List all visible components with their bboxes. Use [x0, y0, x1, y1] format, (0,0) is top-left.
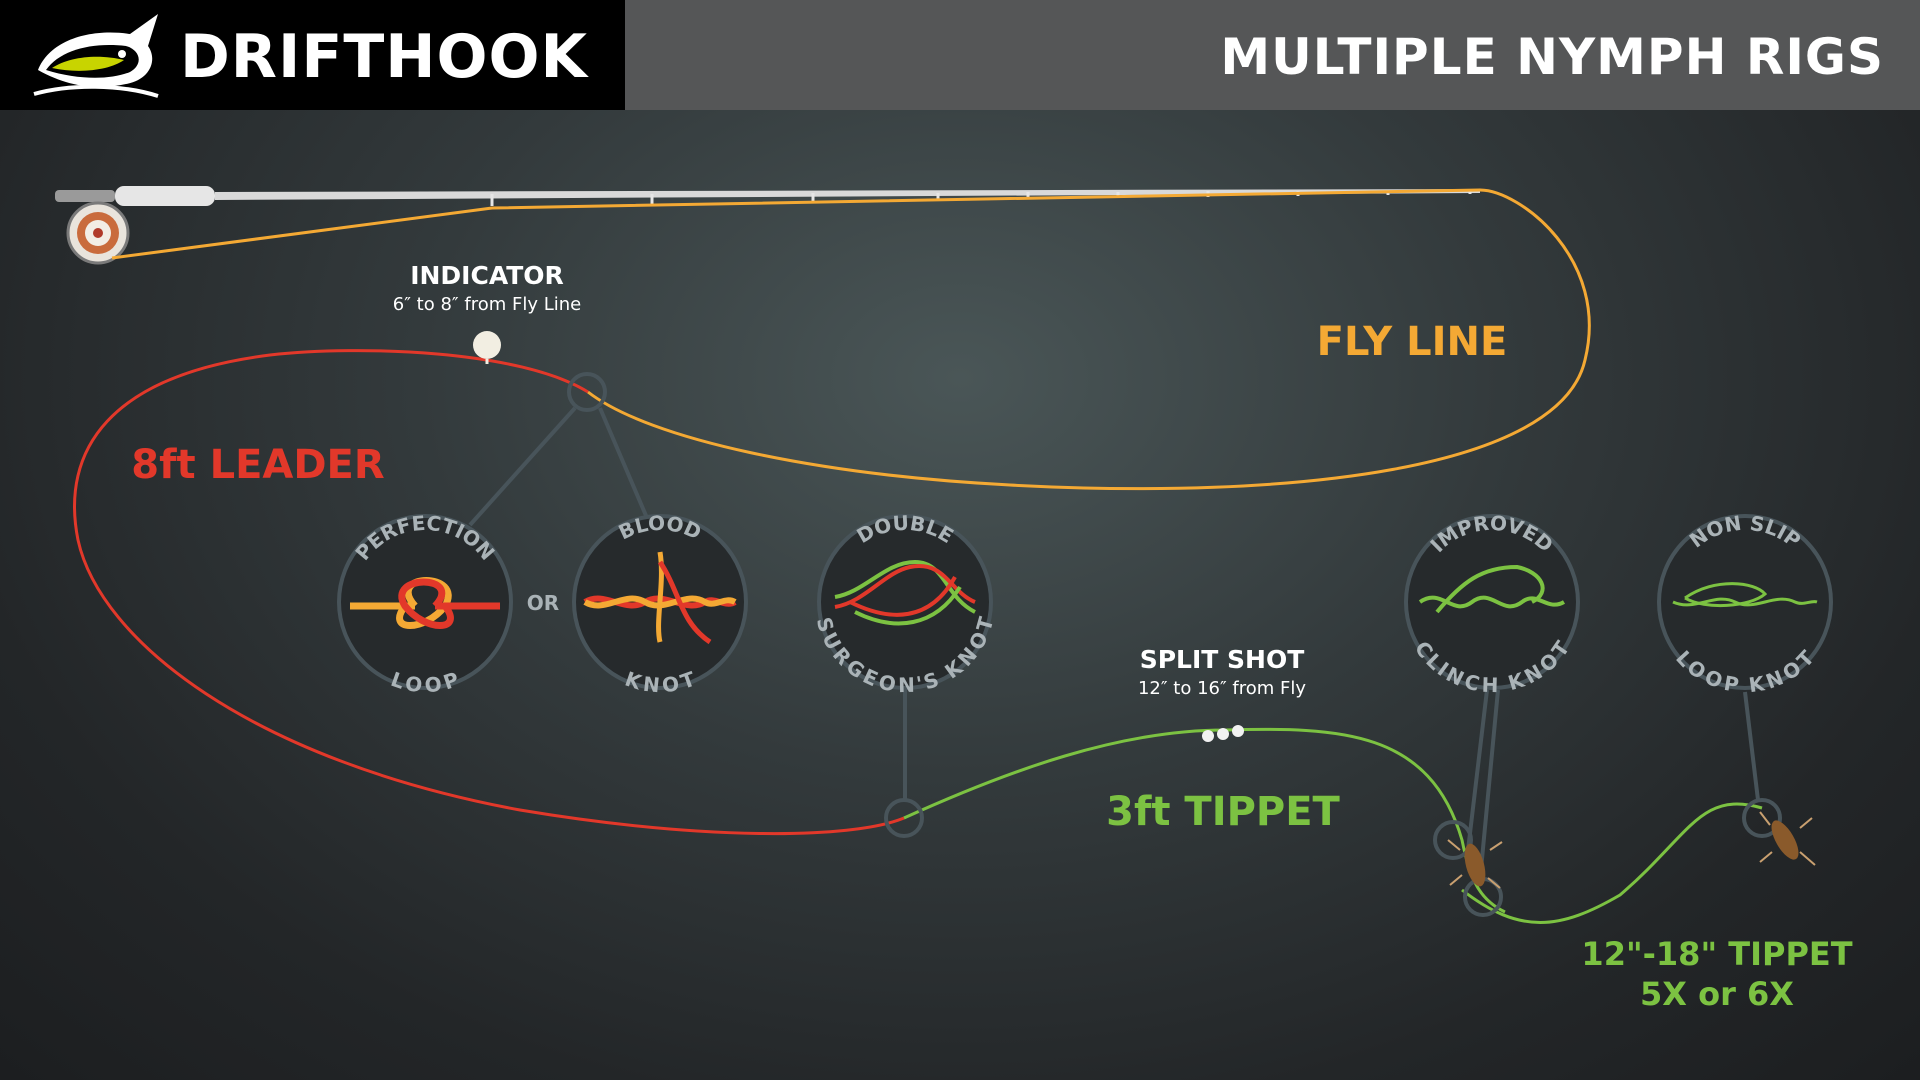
fly-line [111, 188, 1591, 491]
split-shot-title: SPLIT SHOT [1140, 645, 1305, 674]
dropper-tippet-size: 5X or 6X [1640, 975, 1794, 1013]
leader-label: 8ft LEADER [131, 442, 384, 488]
drifthook-logo-icon [33, 14, 159, 98]
dropper-tippet-line [1461, 802, 1763, 924]
page-title: MULTIPLE NYMPH RIGS [1220, 28, 1884, 86]
header-bar: DRIFTHOOK MULTIPLE NYMPH RIGS [0, 0, 1920, 110]
fly-rod-icon [55, 186, 1480, 206]
knot-improved-clinch-knot: IMPROVED CLINCH KNOT [1404, 511, 1580, 697]
tippet-label: 3ft TIPPET [1106, 789, 1340, 835]
strike-indicator-icon [473, 331, 501, 364]
brand-name: DRIFTHOOK [180, 22, 588, 92]
leader-line [73, 349, 905, 836]
brand-block: DRIFTHOOK [0, 0, 625, 110]
knot-connectors [468, 406, 1760, 881]
nymph-fly-icon [1759, 811, 1816, 866]
nymph-fly-icon [1447, 839, 1503, 889]
fly-reel-icon [66, 201, 130, 265]
indicator-note: 6″ to 8″ from Fly Line [393, 294, 581, 315]
knot-double-surgeons-knot: DOUBLE SURGEON'S KNOT [812, 511, 999, 697]
or-label: OR [527, 591, 559, 615]
dropper-tippet-label: 12"-18" TIPPET [1581, 935, 1852, 973]
fly-line-label: FLY LINE [1317, 319, 1508, 365]
knot-blood-knot: BLOOD KNOT [572, 511, 748, 697]
split-shot-note: 12″ to 16″ from Fly [1138, 678, 1306, 699]
split-shot-icon [1202, 725, 1244, 742]
knot-perfection-loop: PERFECTION LOOP [337, 511, 513, 697]
knot-non-slip-loop-knot: NON SLIP LOOP KNOT [1657, 511, 1833, 697]
indicator-title: INDICATOR [410, 261, 564, 290]
